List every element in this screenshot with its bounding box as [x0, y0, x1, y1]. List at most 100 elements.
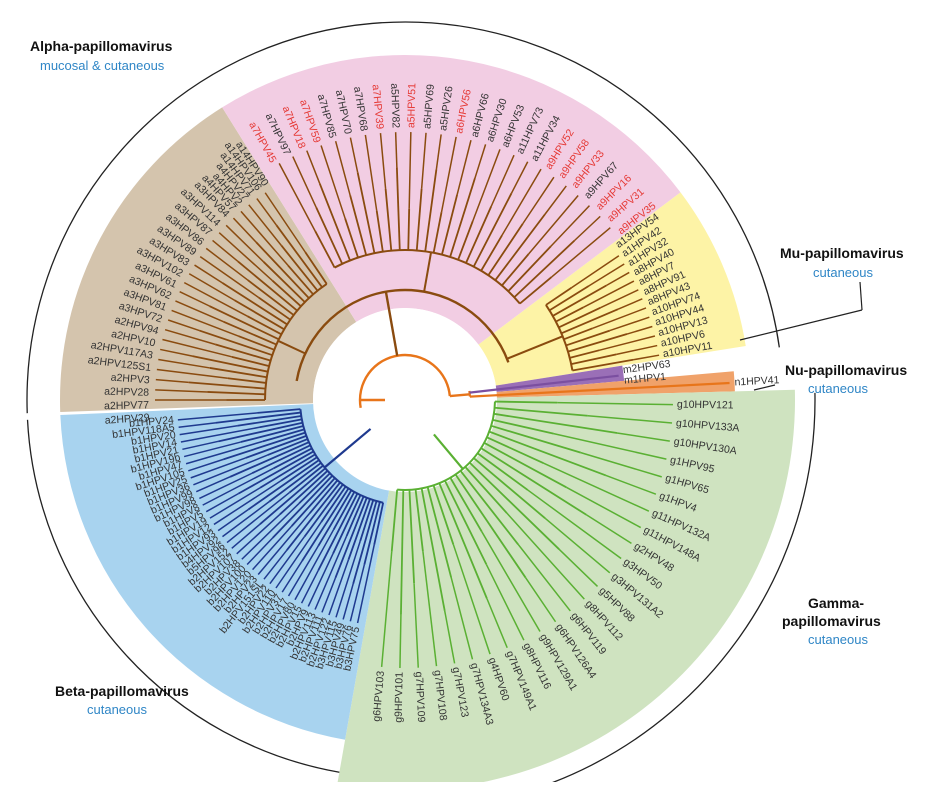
alpha-pink-tip-16 [490, 154, 515, 207]
alpha-pink-tip-11 [435, 134, 442, 170]
gamma-tip-17 [486, 598, 508, 649]
alpha-pink-branch-16 [465, 206, 493, 264]
beta-branch-1 [363, 501, 381, 565]
alpha-tan-tip-24 [264, 192, 306, 253]
alpha-tan-tip-17 [212, 239, 239, 263]
gamma-tip-12 [506, 512, 585, 600]
alpha-tan-branch-13 [233, 299, 285, 331]
beta-tip-7 [307, 553, 334, 607]
gamma-tip-16 [485, 564, 525, 641]
alpha-yellow-branch-8 [567, 333, 628, 353]
beta-branch-19 [279, 470, 329, 516]
beta-tip-23 [217, 508, 249, 532]
alpha-tan-tip-23 [256, 198, 278, 226]
alpha-pink-branch-9 [407, 208, 411, 251]
alpha-yellow-tip-0 [571, 255, 620, 289]
gamma-branch-9 [477, 452, 529, 491]
gamma-branch-16 [444, 480, 488, 565]
alpha-yellow-branch-4 [558, 306, 601, 329]
alpha-yellow-tip-6 [592, 307, 647, 330]
gamma-leaf-24: g6HPV103 [371, 670, 387, 722]
beta-tip-5 [321, 577, 337, 613]
gamma-tip-20 [443, 610, 456, 664]
gamma-branch-14 [454, 473, 527, 579]
beta-branch-22 [268, 462, 322, 503]
beta-tip-31 [190, 457, 246, 479]
tree-branches [155, 132, 730, 668]
gamma-branch-10 [473, 457, 546, 520]
beta-branch-29 [229, 441, 310, 478]
center-disc [313, 308, 497, 492]
alpha-tan-tip-6 [162, 338, 232, 358]
beta-stem [323, 428, 372, 469]
alpha-yellow-branch-6 [563, 327, 593, 341]
pink-leaf-10: a5HPV69 [421, 83, 437, 129]
gamma-branch-15 [449, 477, 483, 533]
alpha-pink-tip-0 [278, 163, 316, 232]
beta-tip-11 [281, 560, 303, 593]
alpha-yellow-tip-9 [599, 335, 656, 351]
alpha-pink-branch-6 [375, 210, 384, 252]
alpha-yellow-branch-2 [552, 284, 607, 317]
gamma-tip-2 [616, 432, 670, 442]
gamma-branch-22 [408, 489, 415, 584]
alpha-tan-tip-12 [183, 281, 248, 317]
gamma-tip-1 [587, 414, 673, 424]
gamma-sector [337, 389, 795, 787]
alpha-yellow-tip-2 [605, 271, 630, 287]
alpha-pink-branch-5 [356, 172, 376, 254]
alpha-pink-branch-24 [519, 276, 553, 305]
gamma-tip-4 [580, 451, 662, 478]
alpha-tan-branch-21 [287, 264, 314, 295]
nu-title: Nu-papillomavirus [785, 362, 908, 378]
beta-branch-15 [308, 479, 339, 514]
beta-tip-38 [178, 422, 216, 429]
beta-tip-6 [314, 535, 348, 610]
alpha-yellow-stem [506, 335, 563, 360]
beta-branch-23 [247, 459, 320, 511]
beta-tip-16 [252, 525, 293, 571]
gamma-branch-13 [459, 470, 519, 545]
alpha-yellow-tip-10 [616, 344, 658, 356]
alpha-yellow-branch-7 [565, 329, 611, 347]
alpha-pink-sector [222, 54, 681, 345]
alpha-pink-tip-8 [394, 132, 398, 168]
gamma-title-line2: papillomavirus [782, 613, 881, 629]
beta-branch-24 [280, 456, 318, 482]
alpha-pink-branch-7 [384, 188, 393, 251]
alpha-tan-tip-19 [225, 224, 265, 263]
beta-tip-15 [257, 512, 311, 575]
beta-tip-8 [300, 569, 319, 604]
gamma-tip-7 [565, 486, 642, 529]
beta-bracket [26, 419, 340, 773]
gamma-hub [397, 401, 496, 491]
alpha-tan-branch-2 [188, 381, 266, 390]
beta-branch-38 [215, 411, 301, 424]
beta-branch-14 [286, 481, 341, 551]
nu-leader-line [753, 384, 776, 391]
beta-branch-5 [334, 497, 368, 579]
alpha-pink-tip-4 [334, 140, 351, 196]
beta-tip-21 [226, 491, 290, 544]
alpha-yellow-branch-5 [561, 308, 619, 335]
gamma-title-line1: Gamma- [808, 595, 865, 611]
beta-branch-26 [237, 450, 314, 495]
alpha-hub [295, 288, 510, 382]
alpha-tan-tip-22 [248, 204, 283, 247]
beta-branch-16 [290, 477, 336, 527]
beta-tip-17 [246, 537, 274, 566]
gamma-branch-3 [492, 418, 554, 435]
beta-tip-33 [185, 440, 264, 465]
alpha-tan-branch-16 [247, 279, 295, 316]
alpha-tan-branch-15 [258, 296, 291, 321]
alpha-pink-branch-18 [480, 234, 503, 272]
gamma-tip-24 [380, 551, 393, 668]
gamma-tip-8 [585, 514, 632, 544]
alpha-tan-branch-22 [280, 245, 319, 292]
beta-branch-20 [259, 467, 326, 525]
gamma-branch-21 [414, 489, 424, 552]
root-arc [358, 353, 452, 409]
beta-tip-4 [328, 559, 350, 616]
mu-leader-tick [859, 281, 863, 311]
